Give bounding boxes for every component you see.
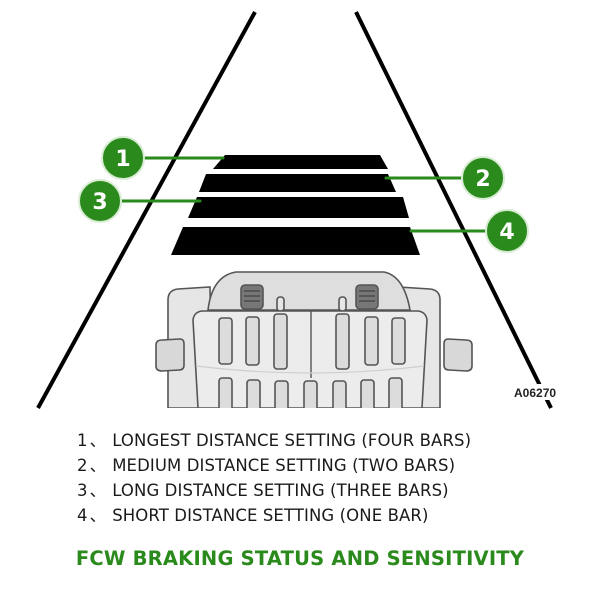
callout-leaders xyxy=(118,156,489,233)
figure-caption: FCW BRAKING STATUS AND SENSITIVITY xyxy=(75,547,525,570)
callout-number-2: 2 xyxy=(475,167,490,192)
hood-ribs-upper xyxy=(218,313,406,370)
legend-number: 3 xyxy=(77,481,88,500)
legend-separator: 、 xyxy=(89,431,107,450)
callout-number-4: 4 xyxy=(499,220,514,245)
callout-circle-4 xyxy=(485,209,529,253)
legend-item-3: 3、 LONG DISTANCE SETTING (THREE BARS) xyxy=(77,478,471,503)
legend-text: MEDIUM DISTANCE SETTING (TWO BARS) xyxy=(112,456,456,475)
distance-bar-4 xyxy=(171,227,420,255)
legend-text: LONGEST DISTANCE SETTING (FOUR BARS) xyxy=(112,431,472,450)
distance-bar-1 xyxy=(213,155,388,169)
legend-separator: 、 xyxy=(89,456,107,475)
callout-3: 3 xyxy=(78,179,122,223)
callout-circle-2 xyxy=(461,156,505,200)
distance-bar-2 xyxy=(199,174,396,192)
legend-separator: 、 xyxy=(89,481,107,500)
legend-number: 2 xyxy=(77,456,88,475)
vehicle-illustration xyxy=(155,271,473,413)
vehicle-vent-left xyxy=(240,284,264,310)
callout-circle-3 xyxy=(78,179,122,223)
vehicle-roof xyxy=(207,271,411,311)
road-line-left xyxy=(36,11,257,409)
legend-text: SHORT DISTANCE SETTING (ONE BAR) xyxy=(112,506,429,525)
legend-separator: 、 xyxy=(89,506,107,525)
legend-number: 4 xyxy=(77,506,88,525)
callout-4: 4 xyxy=(485,209,529,253)
hood-ribs-lower xyxy=(218,377,403,413)
legend-item-1: 1、 LONGEST DISTANCE SETTING (FOUR BARS) xyxy=(77,428,471,453)
vehicle-vent-right xyxy=(355,284,379,310)
legend: 1、LONGEST DISTANCE SETTING (FOUR BARS) 2… xyxy=(77,428,471,528)
legend-text: LONG DISTANCE SETTING (THREE BARS) xyxy=(112,481,449,500)
callout-1: 1 xyxy=(101,136,145,180)
vehicle-mirror-right xyxy=(443,338,473,372)
fcw-distance-diagram: 1 2 3 4 A06270 xyxy=(36,11,557,413)
legend-item-2: 2、 MEDIUM DISTANCE SETTING (TWO BARS) xyxy=(77,453,471,478)
distance-bars xyxy=(171,155,420,255)
vehicle-mirror-left xyxy=(155,338,185,372)
callout-number-1: 1 xyxy=(115,147,130,172)
distance-bar-3 xyxy=(188,197,409,218)
callout-number-3: 3 xyxy=(92,190,107,215)
callout-2: 2 xyxy=(461,156,505,200)
legend-item-4: 4、 SHORT DISTANCE SETTING (ONE BAR) xyxy=(77,503,471,528)
callout-circle-1 xyxy=(101,136,145,180)
road-line-right xyxy=(354,11,553,409)
reference-code: A06270 xyxy=(514,386,556,400)
legend-number: 1 xyxy=(77,431,88,450)
